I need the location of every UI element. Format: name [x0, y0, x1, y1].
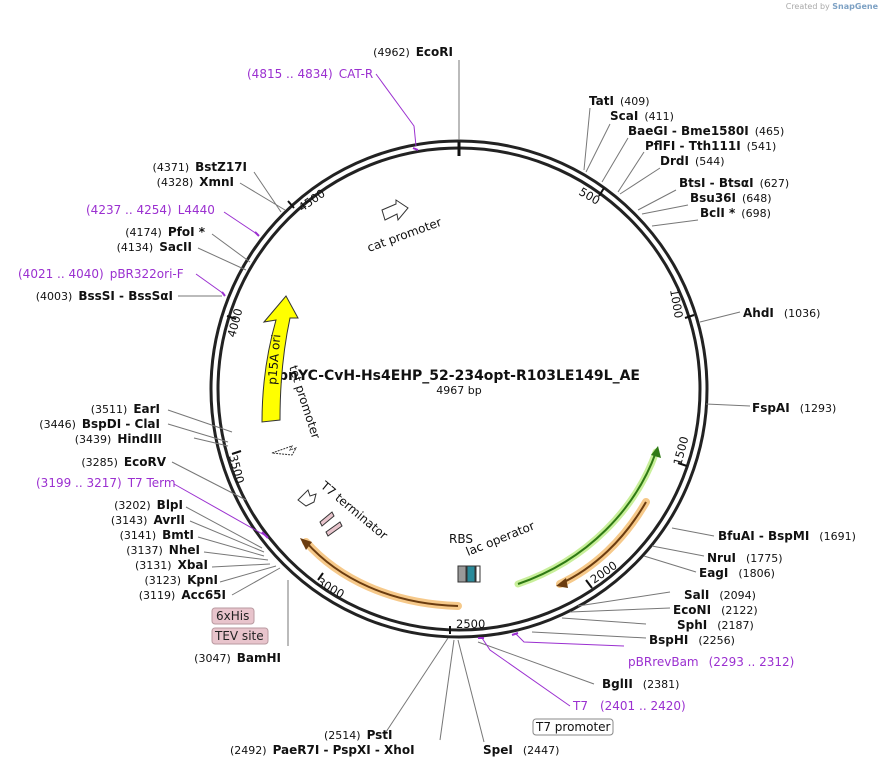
tick-label-4000: 4000: [224, 307, 245, 339]
primer-labels: (4815 .. 4834)CAT-R (4237 .. 4254)L4440 …: [18, 67, 794, 713]
site-label: (3439)HindIII: [75, 432, 162, 446]
bottom-site-labels: (2514)PstI (2492)PaeR7I - PspXI - XhoI S…: [230, 728, 559, 757]
site-label: FspAI(1293): [752, 401, 836, 415]
site-label: TatI(409): [589, 94, 650, 108]
site-label: PflFI - Tth111I(541): [645, 139, 776, 153]
tick-label-1000: 1000: [667, 288, 686, 319]
site-label: (4134)SacII: [117, 240, 192, 254]
p15a-ori-feature: p15A ori: [261, 295, 299, 423]
site-label: SphI(2187): [677, 618, 754, 632]
t7-promoter-box: T7 promoter: [532, 718, 614, 736]
orf-lower-left: [300, 538, 462, 610]
site-label: BfuAI - BspMI(1691): [718, 529, 856, 543]
site-label: (3047)BamHI: [194, 651, 281, 665]
primer-label: pBRrevBam(2293 .. 2312): [628, 655, 794, 669]
plasmid-name: pnYC-CvH-Hs4EHP_52-234opt-R103LE149L_AE: [278, 368, 640, 384]
site-label: NruI(1775): [707, 551, 783, 565]
credit-prefix: Created by: [785, 2, 830, 11]
site-label: EcoNI(2122): [673, 603, 758, 617]
cat-promoter-feature: cat promoter: [365, 199, 444, 255]
right-site-labels: TatI(409) ScaI(411) BaeGI - Bme1580I(465…: [589, 94, 856, 691]
site-label: (3123)KpnI: [145, 573, 218, 587]
lac-operator-label: lac operator: [464, 519, 537, 559]
site-label: (4003)BssSI - BssSαI: [36, 289, 173, 303]
rbs-label: RBS: [449, 532, 473, 546]
site-label: (3141)BmtI: [120, 528, 194, 542]
leader-lines-left: [167, 60, 460, 646]
rbs-lac-operator-feature: RBS lac operator: [449, 519, 537, 583]
site-label: DrdI(544): [660, 154, 725, 168]
cat-promoter-label: cat promoter: [365, 215, 443, 255]
site-label: (3511)EarI: [91, 402, 160, 416]
site-label: Bsu36I(648): [690, 191, 772, 205]
primer-label: (4815 .. 4834)CAT-R: [247, 67, 373, 81]
leader-lines-bottom: [385, 637, 485, 743]
plasmid-length: 4967 bp: [436, 384, 481, 397]
site-label: (3446)BspDI - ClaI: [39, 417, 160, 431]
site-label: EagI(1806): [699, 566, 775, 580]
primer-label: T7(2401 .. 2420): [572, 699, 686, 713]
tick-label-3000: 3000: [315, 574, 347, 601]
site-label: BspHI(2256): [649, 633, 735, 647]
tev-site-box: TEV site: [211, 627, 269, 645]
tick-label-2500: 2500: [456, 617, 485, 631]
position-ticks: [226, 187, 695, 634]
site-label: ScaI(411): [610, 109, 674, 123]
site-label: (3202)BlpI: [114, 498, 183, 512]
his-tag-box: 6xHis: [211, 607, 255, 625]
site-label: (2492)PaeR7I - PspXI - XhoI: [230, 743, 415, 757]
t7-terminator-feature: T7 terminator: [297, 478, 390, 542]
orf-brown-right: [556, 498, 650, 588]
site-label: BaeGI - Bme1580I(465): [628, 124, 784, 138]
site-label: (4328)XmnI: [157, 175, 234, 189]
tev-site-label: TEV site: [214, 629, 264, 643]
site-label: AhdI(1036): [743, 306, 820, 320]
site-label: (4174)PfoI *: [125, 225, 205, 239]
orf-green: [514, 446, 661, 588]
t7-promoter-label: T7 promoter: [535, 720, 611, 734]
site-label: SalI(2094): [684, 588, 756, 602]
tick-label-500: 500: [577, 184, 603, 207]
primer-leader-lines: [173, 73, 625, 707]
site-label: (2514)PstI: [324, 728, 393, 742]
site-label: (4962)EcoRI: [373, 45, 453, 59]
primer-label: (3199 .. 3217)T7 Term: [36, 476, 176, 490]
site-label: SpeI(2447): [483, 743, 559, 757]
site-label: BglII(2381): [602, 677, 679, 691]
site-label: (3131)XbaI: [135, 558, 208, 572]
primer-label: (4237 .. 4254)L4440: [86, 203, 215, 217]
site-label: BclI *(698): [700, 206, 771, 220]
site-label: (3119)Acc65I: [139, 588, 226, 602]
site-label: BtsI - BtsαI(627): [679, 176, 789, 190]
leader-lines-right: [477, 107, 751, 685]
site-label: (3285)EcoRV: [81, 455, 166, 469]
site-label: (4371)BstZ17I: [153, 160, 247, 174]
left-site-labels: (4962)EcoRI (4371)BstZ17I (4328)XmnI (41…: [36, 45, 453, 665]
snapgene-brand: SnapGene: [832, 2, 878, 11]
snapgene-credit: Created by SnapGene: [786, 2, 878, 11]
site-label: (3137)NheI: [126, 543, 200, 557]
primer-label: (4021 .. 4040)pBR322ori-F: [18, 267, 184, 281]
site-label: (3143)AvrII: [111, 513, 185, 527]
p15a-ori-label: p15A ori: [265, 334, 283, 386]
his-tag-label: 6xHis: [216, 609, 249, 623]
